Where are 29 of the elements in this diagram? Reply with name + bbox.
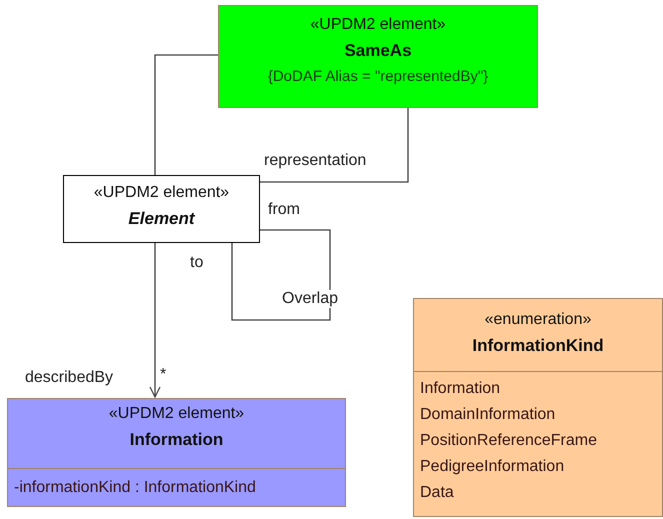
stereotype-label: «enumeration» bbox=[484, 310, 592, 330]
role-label: from bbox=[268, 201, 300, 219]
class-name: InformationKind bbox=[471, 335, 605, 357]
stereotype-label: «UPDM2 element» bbox=[108, 404, 246, 424]
edge-label: Overlap bbox=[282, 290, 338, 308]
class-name: SameAs bbox=[343, 40, 413, 62]
association-line bbox=[260, 108, 409, 183]
stereotype-label: «UPDM2 element» bbox=[92, 183, 230, 203]
enumeration-box bbox=[413, 298, 663, 517]
association-line bbox=[154, 54, 218, 175]
enumeration-literal: PedigreeInformation bbox=[420, 457, 566, 477]
class-name: Information bbox=[128, 429, 224, 451]
enumeration-literal: Data bbox=[420, 483, 455, 503]
class-box bbox=[63, 175, 260, 243]
edge-label: representation bbox=[264, 152, 366, 170]
tagged-value-text: {DoDAF Alias = "representedBy"} bbox=[266, 67, 490, 87]
role-label: to bbox=[190, 254, 204, 272]
multiplicity-label: * bbox=[160, 366, 166, 384]
class-name: Element bbox=[127, 208, 196, 230]
stereotype-label: «UPDM2 element» bbox=[309, 15, 447, 35]
association-arrow bbox=[149, 243, 161, 398]
class-box bbox=[218, 5, 538, 108]
attribute-text: -informationKind : InformationKind bbox=[14, 478, 257, 498]
enumeration-literal: DomainInformation bbox=[420, 405, 556, 425]
association-line bbox=[231, 229, 331, 321]
enumeration-literal: PositionReferenceFrame bbox=[420, 431, 598, 451]
enumeration-literal: Information bbox=[420, 379, 502, 399]
class-box bbox=[7, 398, 346, 507]
role-label: describedBy bbox=[25, 369, 114, 387]
